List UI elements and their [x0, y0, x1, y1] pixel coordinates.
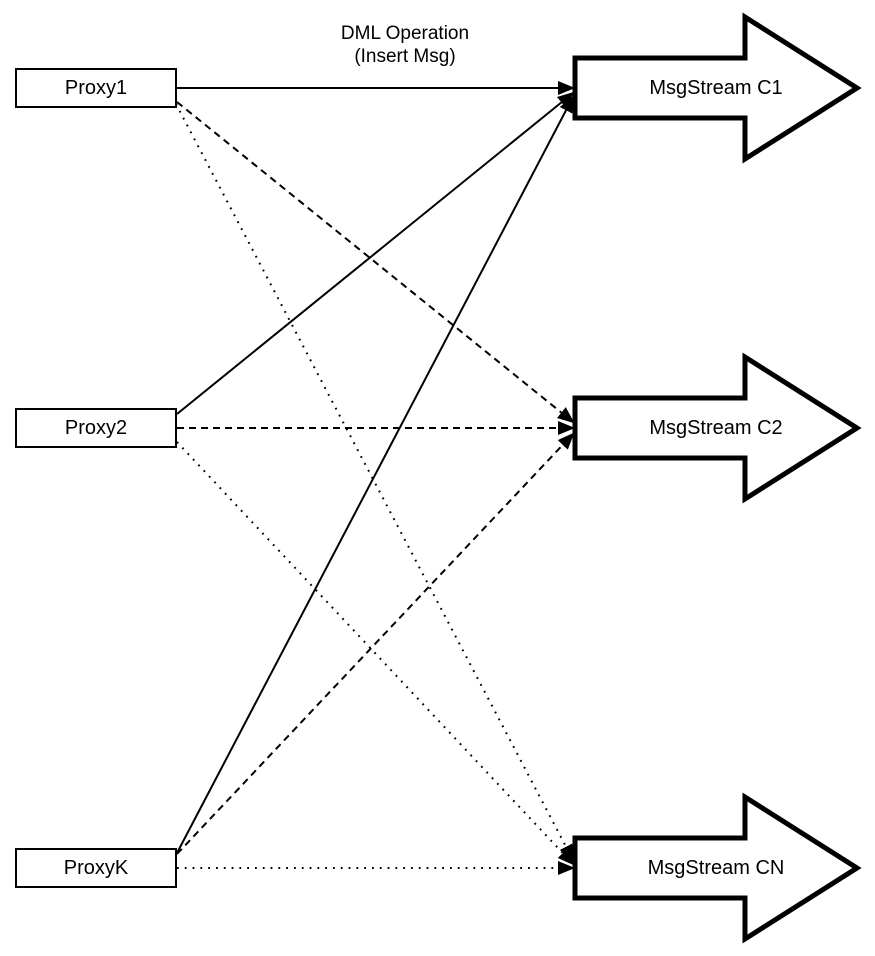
msgstream-cn-arrow-shape — [572, 792, 862, 944]
msgstream-c1-arrow-shape — [572, 12, 862, 164]
edge-proxy1-to-cn — [175, 103, 574, 862]
edge-proxy1-to-c2 — [176, 101, 575, 424]
proxy2-label: Proxy2 — [64, 417, 128, 439]
edge-proxy2-to-cn — [176, 441, 575, 866]
msgstream-c2-label: MsgStream C2 — [649, 417, 783, 439]
edge-proxy2-to-c1 — [176, 91, 575, 415]
msgstream-c2-arrow-shape — [572, 352, 862, 504]
dml-operation-edge-label-line2: (Insert Msg) — [354, 46, 456, 67]
proxyk-label: ProxyK — [63, 857, 129, 879]
dml-operation-edge-label-line1: DML Operation — [340, 23, 470, 44]
proxy1-label: Proxy1 — [64, 77, 128, 99]
proxyk-node: ProxyK — [15, 848, 177, 888]
dml-operation-edge-label: DML Operation (Insert Msg) — [255, 22, 555, 68]
edge-proxyk-to-c1 — [176, 95, 574, 854]
msgstream-c1-label: MsgStream C1 — [649, 77, 783, 99]
msgstream-cn-label: MsgStream CN — [647, 857, 785, 879]
proxy2-node: Proxy2 — [15, 408, 177, 448]
proxy1-node: Proxy1 — [15, 68, 177, 108]
edge-proxyk-to-c2 — [176, 432, 575, 855]
